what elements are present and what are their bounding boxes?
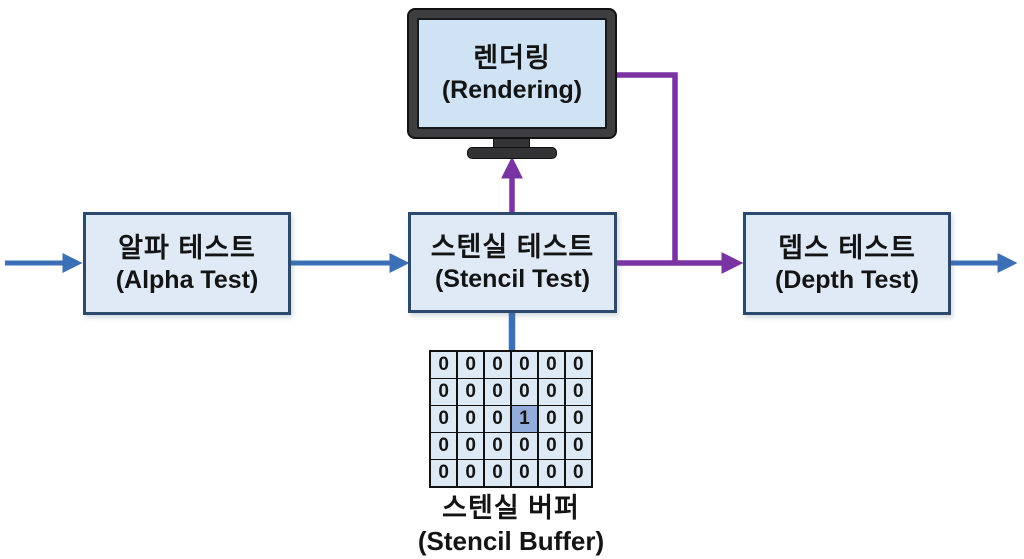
buffer-cell: 0 bbox=[484, 460, 511, 486]
buffer-cell: 0 bbox=[511, 433, 538, 459]
rendering-title-ko: 렌더링 bbox=[473, 43, 551, 73]
buffer-cell: 0 bbox=[457, 406, 484, 432]
buffer-cell: 0 bbox=[538, 379, 565, 405]
node-alpha-test: 알파 테스트 (Alpha Test) bbox=[83, 212, 291, 315]
rendering-title-en: (Rendering) bbox=[441, 76, 583, 104]
buffer-cell: 0 bbox=[431, 460, 457, 486]
buffer-cell: 0 bbox=[538, 460, 565, 486]
buffer-cell: 0 bbox=[565, 433, 591, 459]
node-depth-test: 뎁스 테스트 (Depth Test) bbox=[743, 212, 951, 315]
depth-test-title-en: (Depth Test) bbox=[775, 265, 919, 294]
buffer-cell: 0 bbox=[431, 406, 457, 432]
buffer-cell: 0 bbox=[565, 406, 591, 432]
buffer-cell: 0 bbox=[538, 352, 565, 378]
stencil-test-title-ko: 스텐실 테스트 bbox=[430, 231, 595, 262]
buffer-cell: 0 bbox=[484, 352, 511, 378]
stencil-buffer-label-en: (Stencil Buffer) bbox=[417, 526, 605, 556]
alpha-test-title-en: (Alpha Test) bbox=[115, 265, 259, 294]
buffer-cell: 0 bbox=[511, 379, 538, 405]
buffer-cell: 0 bbox=[431, 352, 457, 378]
buffer-cell: 0 bbox=[565, 352, 591, 378]
stencil-test-title-en: (Stencil Test) bbox=[434, 264, 591, 293]
connector-rendering-elbow bbox=[613, 72, 678, 265]
monitor-screen: 렌더링 (Rendering) bbox=[417, 18, 607, 129]
alpha-test-title-ko: 알파 테스트 bbox=[118, 232, 256, 263]
depth-test-title-ko: 뎁스 테스트 bbox=[778, 232, 916, 263]
buffer-cell: 0 bbox=[538, 433, 565, 459]
buffer-cell: 0 bbox=[565, 460, 591, 486]
buffer-cell: 0 bbox=[565, 379, 591, 405]
buffer-cell: 0 bbox=[511, 352, 538, 378]
buffer-cell: 0 bbox=[484, 433, 511, 459]
stencil-buffer-label-ko: 스텐실 버퍼 bbox=[442, 493, 580, 523]
monitor-stand-base bbox=[467, 147, 557, 159]
buffer-cell: 1 bbox=[511, 406, 538, 432]
buffer-cell: 0 bbox=[511, 460, 538, 486]
node-stencil-test: 스텐실 테스트 (Stencil Test) bbox=[408, 212, 617, 313]
buffer-cell: 0 bbox=[457, 352, 484, 378]
buffer-cell: 0 bbox=[484, 406, 511, 432]
buffer-cell: 0 bbox=[457, 460, 484, 486]
rendering-monitor: 렌더링 (Rendering) bbox=[407, 8, 617, 139]
stencil-buffer-label: 스텐실 버퍼 (Stencil Buffer) bbox=[381, 492, 641, 557]
buffer-cell: 0 bbox=[431, 433, 457, 459]
buffer-cell: 0 bbox=[484, 379, 511, 405]
buffer-cell: 0 bbox=[431, 379, 457, 405]
buffer-cell: 0 bbox=[457, 379, 484, 405]
buffer-cell: 0 bbox=[457, 433, 484, 459]
buffer-cell: 0 bbox=[538, 406, 565, 432]
